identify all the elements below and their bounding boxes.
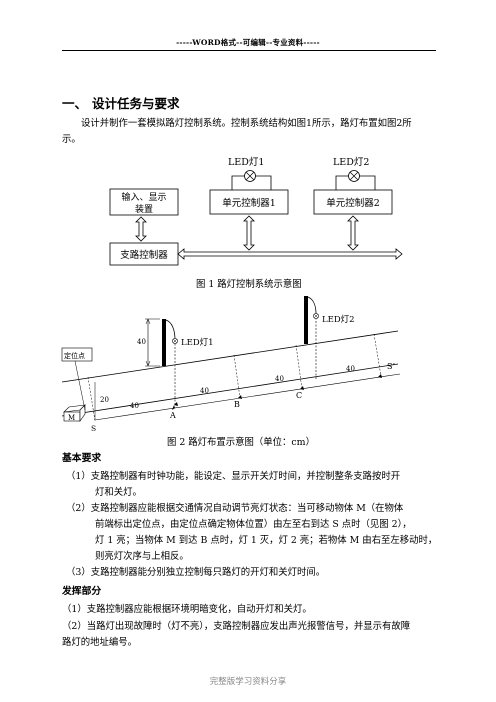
fig2-led2-label: LED灯2 bbox=[322, 314, 355, 325]
svg-text:20: 20 bbox=[100, 396, 109, 404]
section-number: 一、 bbox=[62, 96, 88, 111]
extended-part-title: 发挥部分 bbox=[62, 586, 102, 597]
svg-text:40: 40 bbox=[137, 338, 146, 346]
unit-controller-1-box bbox=[209, 189, 289, 215]
io-display-box bbox=[109, 188, 179, 216]
dim-b-c: 40 bbox=[275, 375, 284, 383]
basic-requirements-title: 基本要求 bbox=[62, 453, 102, 464]
fig1-unit2-link-arrow bbox=[347, 215, 359, 251]
basic-item-1-line-1: （1）支路控制器有时钟功能，能设定、显示开关灯时间，并控制整条支路按时开 bbox=[66, 471, 401, 482]
dim-s-a: 40 bbox=[130, 402, 139, 410]
svg-text:单元控制器2: 单元控制器2 bbox=[326, 197, 380, 209]
header-rule bbox=[62, 50, 436, 51]
position-marker-lines bbox=[87, 333, 382, 422]
page-footer: 完整版学习资料分享 bbox=[209, 677, 287, 687]
fig1-led2-label: LED灯2 bbox=[333, 157, 369, 168]
svg-text:支路控制器: 支路控制器 bbox=[120, 249, 168, 261]
point-s-prime-label: S’ bbox=[387, 362, 395, 371]
fig1-bus-arrow bbox=[177, 248, 403, 260]
locate-point-label: 定位点 bbox=[64, 351, 85, 360]
road-upper-line bbox=[61, 330, 399, 383]
extend-item-2-line-1: （2）当路灯出现故障时（灯不亮），支路控制器应发出声光报警信号，并显示有故障 bbox=[62, 621, 411, 632]
point-c-label: C bbox=[296, 391, 302, 400]
dim-c-s: 40 bbox=[346, 365, 355, 373]
movable-object-m bbox=[63, 404, 86, 422]
extend-item-1: （1）支路控制器应能根据环境明暗变化，自动开灯和关灯。 bbox=[62, 604, 312, 615]
point-a-label: A bbox=[169, 411, 176, 420]
extend-item-2-line-2: 路灯的地址编号。 bbox=[62, 637, 138, 648]
fig2-caption: 图 2 路灯布置示意图（单位：cm） bbox=[167, 437, 315, 448]
fig1-caption: 图 1 路灯控制系统示意图 bbox=[196, 279, 302, 290]
point-b-label: B bbox=[234, 400, 240, 409]
lamp-post-2 bbox=[304, 296, 319, 380]
fig2-led1-label: LED灯1 bbox=[181, 337, 214, 348]
lamp-post-1 bbox=[162, 319, 178, 405]
point-s-label: S bbox=[91, 424, 96, 433]
bottom-dimension-line bbox=[94, 373, 401, 421]
basic-item-2-line-2: 前端标出定位点，由定位点确定物体位置）由左至右到达 S 点时（见图 2）， bbox=[95, 519, 412, 530]
locate-pointer bbox=[74, 360, 86, 411]
section-title: 设计任务与要求 bbox=[92, 96, 180, 111]
road-lower-line bbox=[61, 363, 399, 417]
section-heading: 一、设计任务与要求 bbox=[62, 93, 180, 112]
basic-item-2-line-3: 灯 1 亮；当物体 M 到达 B 点时，灯 1 灭，灯 2 亮；若物体 M 由右… bbox=[95, 535, 438, 546]
intro-line-2: 示。 bbox=[62, 134, 81, 145]
fig1-unit1-link-arrow bbox=[243, 215, 255, 251]
page-header: -----WORD格式--可编辑--专业资料----- bbox=[176, 38, 320, 47]
fig1-led1-label: LED灯1 bbox=[228, 157, 264, 168]
basic-item-2-line-4: 则亮灯次序与上相反。 bbox=[95, 551, 189, 562]
intro-line-1: 设计并制作一套模拟路灯控制系统。控制系统结构如图1所示，路灯布置如图2所 bbox=[81, 118, 412, 129]
svg-text:装置: 装置 bbox=[135, 203, 153, 215]
basic-item-2-line-1: （2）支路控制器应能根据交通情况自动调节亮灯状态：当可移动物体 M（在物体 bbox=[66, 503, 404, 514]
fig1-lamp-2-icon bbox=[335, 170, 376, 190]
object-m-label: M bbox=[68, 414, 75, 422]
fig1-lamp-1-icon bbox=[231, 170, 272, 190]
dim-a-b: 40 bbox=[200, 387, 209, 395]
dimension-ticks bbox=[172, 374, 382, 410]
svg-text:单元控制器1: 单元控制器1 bbox=[222, 197, 276, 209]
basic-item-3: （3）支路控制器能分别独立控制每只路灯的开灯和关灯时间。 bbox=[66, 567, 326, 578]
basic-item-1-line-2: 灯和关灯。 bbox=[95, 487, 142, 498]
fig1-io-link-arrow bbox=[135, 216, 147, 242]
unit-controller-2-box bbox=[313, 189, 393, 215]
locate-point-box bbox=[61, 347, 93, 362]
svg-text:输入、显示: 输入、显示 bbox=[121, 191, 166, 203]
